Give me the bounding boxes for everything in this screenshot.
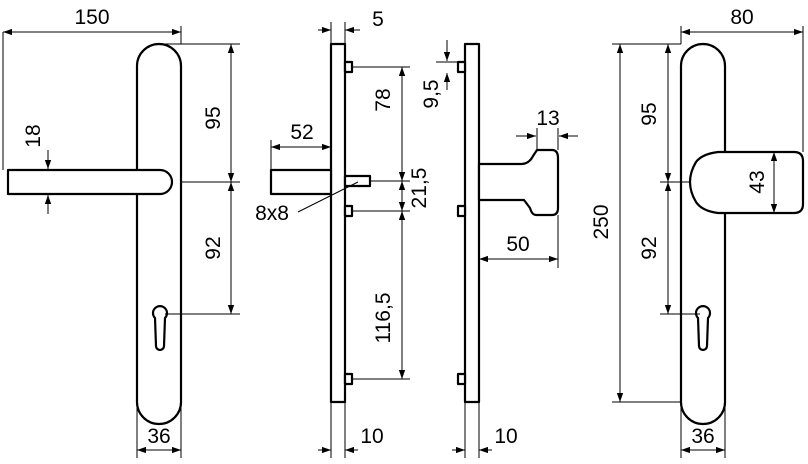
front-knob-plate-width-label: 36: [691, 425, 714, 448]
side-knob-backplate: [463, 42, 481, 404]
side-lever-view: 5 52 8x8 78 21,5 116,5 10: [255, 8, 431, 458]
side-lever-upper-spacing-label: 78: [372, 88, 395, 111]
front-knob-width-label: 80: [730, 6, 753, 29]
front-knob-keyhole: [694, 305, 712, 352]
front-knob-upper-height-label: 95: [638, 102, 661, 125]
keyhole-cutout: [151, 305, 169, 352]
upper-mounting-post: [343, 60, 354, 74]
front-lever-backplate: [135, 42, 183, 426]
knob-projection-label: 50: [506, 233, 529, 256]
knob-top-offset-label: 9,5: [420, 79, 443, 108]
side-lever-plate-offset-label: 5: [372, 8, 384, 31]
front-knob-lower-height-label: 92: [638, 236, 661, 259]
lower-mounting-post-1: [343, 204, 354, 218]
front-lever-upper-height-label: 95: [202, 106, 225, 129]
spindle-size-label: 8x8: [255, 202, 289, 225]
knob-tip-label: 13: [536, 107, 559, 130]
lever-handle: [6, 168, 174, 196]
front-knob-height-label: 250: [590, 204, 613, 239]
side-lever-arm: [269, 168, 333, 196]
knob-lower-post-2: [456, 372, 467, 386]
side-lever-plate-depth-label: 10: [360, 425, 383, 448]
front-lever-plate-width-label: 36: [147, 425, 170, 448]
side-knob: [477, 148, 560, 217]
knob-upper-post: [456, 60, 467, 74]
side-lever-spindle-offset-label: 21,5: [408, 168, 431, 209]
square-spindle: [343, 174, 372, 188]
side-lever-length-label: 52: [290, 121, 313, 144]
knob-diameter-label: 43: [746, 170, 769, 193]
lower-mounting-post-2: [343, 372, 354, 386]
side-lever-backplate: [329, 42, 347, 404]
front-knob-view: 80 250 95 92 43 36: [590, 6, 805, 458]
knob-lower-post-1: [456, 204, 467, 218]
front-knob-backplate: [679, 42, 727, 426]
side-knob-view: 9,5 13 50 10: [420, 40, 578, 458]
front-lever-width-label: 150: [74, 6, 109, 29]
lever-thickness-label: 18: [22, 124, 45, 147]
knob-plate-depth-label: 10: [494, 425, 517, 448]
side-lever-lower-spacing-label: 116,5: [372, 293, 395, 344]
front-lever-lower-height-label: 92: [202, 236, 225, 259]
front-lever-view: 150 18 95 92 36: [2, 6, 240, 458]
